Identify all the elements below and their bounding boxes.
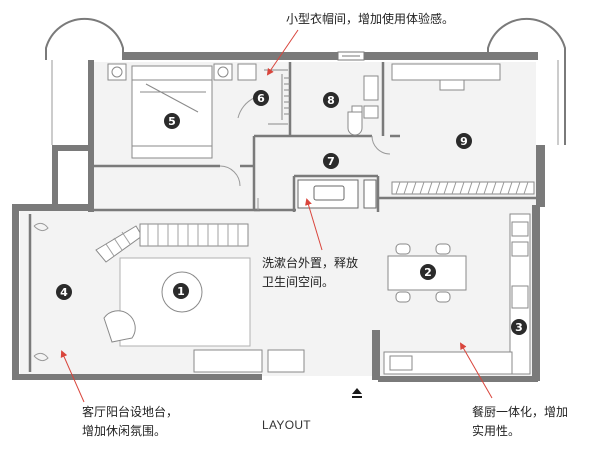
room-badge-3: 3 <box>511 319 527 335</box>
wardrobe-shelving <box>264 69 290 125</box>
svg-text:7: 7 <box>327 155 335 168</box>
arrow-kitchen <box>460 342 493 399</box>
note-wardrobe-line-1: 小型衣帽间，增加使用体验感。 <box>286 12 455 26</box>
annotation-arrows <box>60 29 493 403</box>
floor-area <box>20 62 536 376</box>
kitchen-counters <box>383 213 531 375</box>
bedroom-bay-window <box>45 17 124 60</box>
note-kitchen-line-2: 实用性。 <box>472 424 521 438</box>
note-basin-line-2: 卫生间空间。 <box>262 275 335 289</box>
layout-label: LAYOUT <box>262 418 311 432</box>
room-badge-8: 8 <box>323 92 339 108</box>
note-balcony-line-1: 客厅阳台设地台， <box>82 405 179 419</box>
svg-text:5: 5 <box>168 115 176 128</box>
room-badge-7: 7 <box>323 153 339 169</box>
balcony-plants <box>33 222 49 362</box>
arrow-basin <box>305 198 323 251</box>
note-kitchen-line-1: 餐厨一体化，增加 <box>472 405 569 419</box>
room-badge-2: 2 <box>420 264 436 280</box>
note-balcony: 客厅阳台设地台， 增加休闲氛围。 <box>82 403 178 441</box>
note-balcony-line-2: 增加休闲氛围。 <box>82 424 167 438</box>
svg-text:4: 4 <box>60 286 68 299</box>
vanity-basin <box>297 179 377 209</box>
note-wardrobe: 小型衣帽间，增加使用体验感。 <box>286 10 454 29</box>
room-badges: 1 2 3 4 5 6 7 8 9 <box>56 90 527 335</box>
svg-text:8: 8 <box>327 94 335 107</box>
svg-text:6: 6 <box>257 92 265 105</box>
note-basin: 洗漱台外置，释放 卫生间空间。 <box>262 254 358 292</box>
north-arrow-icon <box>352 388 362 398</box>
dining-table <box>387 243 467 303</box>
svg-text:3: 3 <box>515 321 523 334</box>
room-badge-6: 6 <box>253 90 269 106</box>
svg-text:2: 2 <box>424 266 432 279</box>
doors <box>219 97 391 210</box>
bed <box>131 65 213 159</box>
svg-text:1: 1 <box>177 285 185 298</box>
study-desk <box>391 63 501 91</box>
nightstands <box>107 63 257 81</box>
storage-cabinet <box>391 181 535 195</box>
note-kitchen: 餐厨一体化，增加 实用性。 <box>472 403 568 441</box>
room-badge-9: 9 <box>456 133 472 149</box>
room-badge-4: 4 <box>56 284 72 300</box>
arrow-balcony <box>60 350 85 403</box>
arrow-wardrobe <box>266 29 299 76</box>
room-badge-5: 5 <box>164 113 180 129</box>
note-basin-line-1: 洗漱台外置，释放 <box>262 256 359 270</box>
staircase <box>95 223 249 263</box>
living-bay-window <box>487 17 566 145</box>
tv-cabinet <box>193 349 305 373</box>
svg-text:9: 9 <box>460 135 468 148</box>
room-badge-1: 1 <box>173 283 189 299</box>
bathroom-fixtures <box>347 75 379 136</box>
lounge-chair <box>103 310 136 343</box>
inner-walls <box>28 62 536 372</box>
walls <box>12 52 545 382</box>
